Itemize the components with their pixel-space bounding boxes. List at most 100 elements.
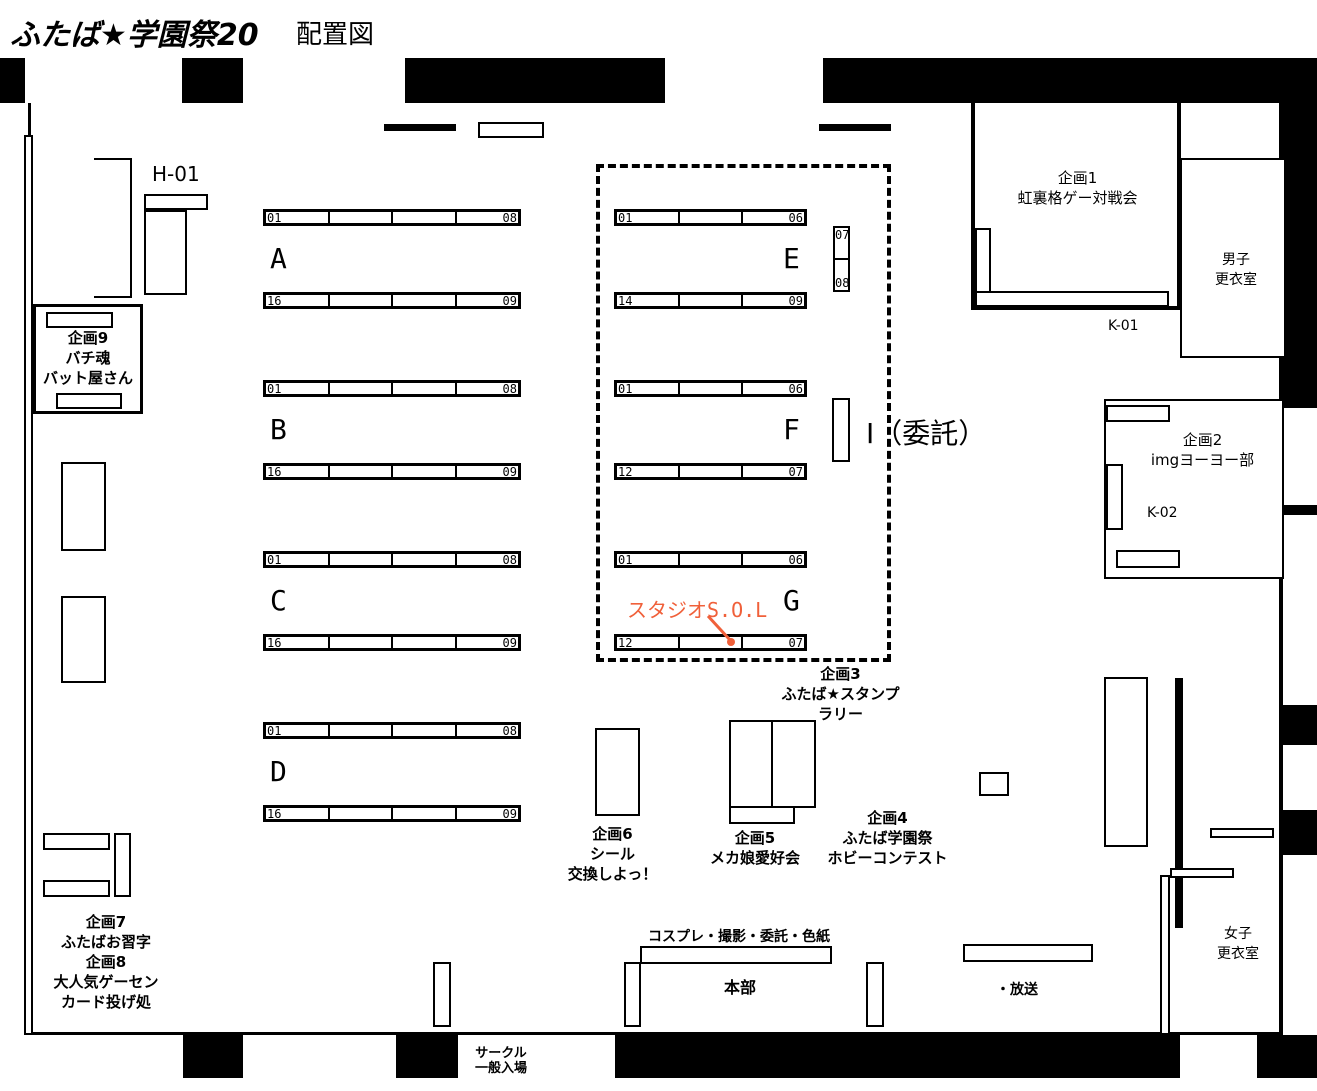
project3-label: 企画3 ふたば★スタンプ ラリー	[768, 664, 913, 724]
project1-label: 企画1 虹裏格ゲー対戦会	[990, 168, 1165, 208]
table-segment	[330, 383, 393, 394]
table	[144, 210, 187, 295]
table-segment: 01	[266, 382, 330, 396]
project5-table	[771, 720, 816, 808]
table	[975, 291, 1169, 307]
table-segment	[393, 725, 457, 736]
table-row: 12 07	[614, 634, 807, 651]
table	[624, 962, 641, 1027]
table-row: 01 06	[614, 380, 807, 397]
table-segment: 14	[617, 295, 680, 307]
broadcast-label: ・放送	[996, 982, 1038, 998]
project-name: 大人気ゲーセン	[53, 973, 159, 991]
space-number: 16	[267, 807, 282, 821]
table-segment: 08	[457, 553, 519, 567]
map-title: ふたば★学園祭20	[10, 18, 259, 53]
table-segment: 09	[457, 466, 519, 478]
space-number: 01	[618, 382, 633, 396]
table-row: 01 06	[614, 209, 807, 226]
project-name: imgヨーヨー部	[1150, 451, 1255, 469]
table-segment	[330, 637, 393, 648]
table-segment: 09	[743, 295, 804, 307]
room-name: 更衣室	[1215, 272, 1257, 288]
block-letter: C	[270, 584, 287, 617]
space-number: 01	[618, 553, 633, 567]
entrance-label[interactable]: サークル 一般入場	[475, 1046, 527, 1076]
project9-label: 企画9 バチ魂 バット屋さん	[36, 328, 140, 388]
space-number: 06	[788, 211, 803, 225]
table-segment	[393, 295, 457, 306]
space-number: 09	[502, 294, 517, 308]
space-number: 01	[267, 382, 282, 396]
entrance-text: サークル	[475, 1046, 527, 1061]
table-segment: 01	[266, 724, 330, 738]
space-number: 01	[618, 211, 633, 225]
table	[43, 880, 110, 897]
project-name: 虹裏格ゲー対戦会	[1017, 189, 1138, 207]
k01-label: K-01	[1108, 318, 1139, 334]
table-segment: 01	[617, 382, 680, 396]
table-segment: 16	[266, 636, 330, 650]
wall	[396, 1035, 458, 1078]
table-segment	[330, 466, 393, 477]
annotation-arrow-icon	[706, 614, 735, 646]
block-letter: B	[270, 413, 287, 446]
project2-area	[1104, 399, 1284, 579]
space-number: 07	[788, 636, 803, 650]
table	[56, 393, 122, 409]
space-number: 01	[267, 724, 282, 738]
space-number: 08	[502, 724, 517, 738]
project5-table	[729, 806, 795, 824]
project1-area	[971, 103, 1181, 310]
table-segment	[680, 466, 743, 477]
block-letter: A	[270, 242, 287, 275]
table-segment: 08	[457, 724, 519, 738]
table-row: 01 08	[263, 722, 521, 739]
project-name: シール	[589, 845, 635, 863]
table	[1210, 828, 1274, 838]
consignment-area	[596, 164, 891, 662]
project-name: ふたば学園祭	[842, 829, 933, 847]
project6-table	[595, 728, 640, 816]
space-number: 07	[788, 465, 803, 479]
table-segment: 09	[457, 807, 519, 821]
wall	[615, 1035, 1180, 1078]
space-number: 08	[502, 553, 517, 567]
table	[478, 122, 544, 138]
e-side-table: 07 08	[833, 226, 850, 292]
table-segment	[680, 554, 743, 565]
table-segment	[680, 383, 743, 394]
table	[433, 962, 451, 1027]
table-segment: 16	[266, 295, 330, 307]
project-name: ふたば★スタンプ	[781, 685, 900, 703]
table	[61, 462, 106, 551]
space-number: 09	[502, 807, 517, 821]
table-segment	[330, 212, 393, 223]
table	[114, 833, 131, 897]
space-number: 16	[267, 465, 282, 479]
space-number: 12	[618, 636, 633, 650]
project-name: メカ娘愛好会	[709, 849, 800, 867]
project-number: 企画9	[67, 329, 109, 347]
project-name: カード投げ処	[60, 993, 151, 1011]
table-segment	[330, 554, 393, 565]
space-number: 06	[788, 382, 803, 396]
table-segment: 06	[743, 553, 804, 567]
project-number: 企画5	[734, 829, 776, 847]
wall	[1283, 705, 1317, 745]
table-segment	[393, 212, 457, 223]
project-number: 企画2	[1182, 431, 1223, 449]
left-wall-tables	[24, 135, 33, 1035]
table-segment	[393, 383, 457, 394]
project-name: ホビーコンテスト	[827, 849, 948, 867]
table-segment: 09	[457, 294, 519, 308]
broadcast-table	[963, 944, 1093, 962]
space-number: 06	[788, 553, 803, 567]
partition	[1175, 678, 1183, 928]
h01-tables	[94, 158, 132, 298]
space-number: 16	[267, 636, 282, 650]
